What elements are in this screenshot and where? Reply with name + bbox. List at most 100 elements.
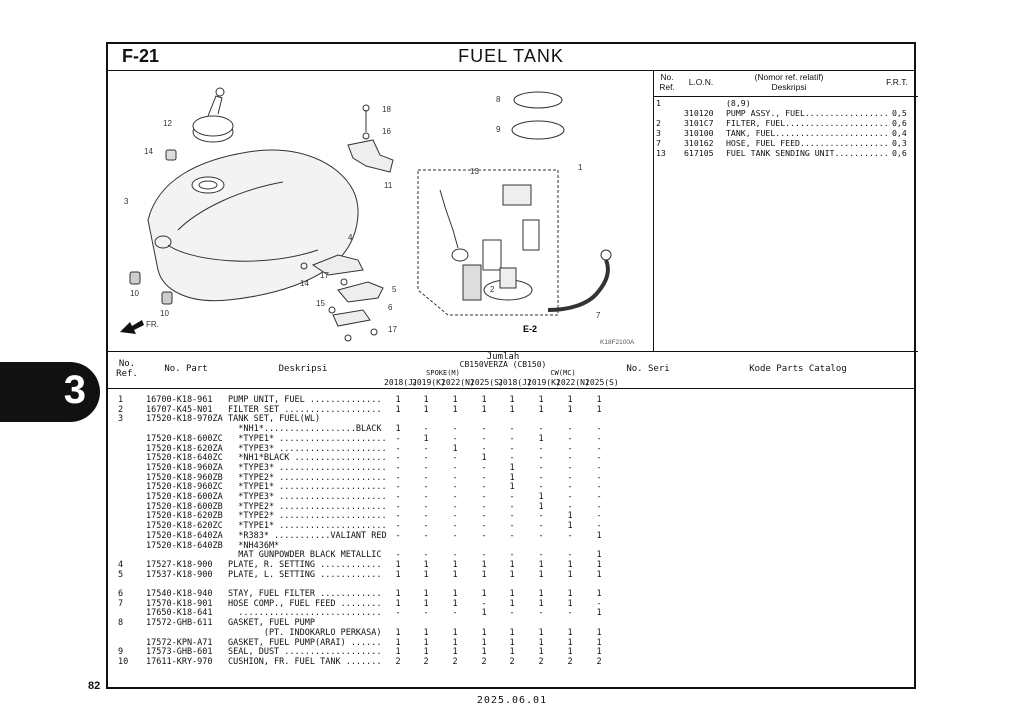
quantity: - [481,462,487,473]
quantity: - [481,521,487,532]
quantity: - [395,482,401,493]
section-tab-number: 3 [63,368,86,412]
col-model: CB150VERZA (CB150) [459,360,547,369]
quantity: - [509,433,515,444]
quantity: - [423,550,429,561]
quantity: 1 [596,395,602,405]
ref-number: 9 [118,647,124,658]
part-description: FILTER SET ................... [228,404,382,415]
part-number: 17520-K18-600ZA [146,492,223,502]
quantity: - [509,501,515,512]
quantity: - [395,521,401,532]
quantity: 1 [481,627,487,638]
frt-desc: PUMP ASSY., FUEL................. [726,108,889,118]
frt-desc: HOSE, FUEL FEED.................. [726,138,889,148]
quantity: - [481,530,487,541]
quantity: 1 [538,559,544,570]
frt-header-frt: F.R.T. [886,77,908,87]
quantity: - [567,462,573,473]
quantity: - [423,530,429,541]
quantity: 1 [395,637,401,648]
quantity: 1 [395,627,401,638]
frt-ref: 1 [656,98,661,108]
quantity: 1 [596,559,602,570]
part-number: 17520-K18-620ZB [146,511,223,522]
part-number: 17520-K18-970ZA [146,414,223,425]
quantity: - [423,521,429,532]
quantity: - [423,462,429,473]
quantity: 1 [452,589,458,599]
quantity: 1 [538,598,544,609]
ref-number: 4 [118,559,124,570]
col-no-seri: No. Seri [626,364,670,374]
year-header: 2022(N) [556,378,590,387]
quantity: - [452,608,458,619]
quantity: 1 [452,404,458,415]
quantity: - [509,550,515,561]
frt-desc: (8,9) [726,98,751,108]
quantity: 1 [567,559,573,570]
part-number: 17570-K18-901 [146,598,213,609]
part-number: 17520-K18-600ZB [146,501,223,512]
part-description: *TYPE3* ..................... [228,492,387,502]
quantity: - [452,482,458,493]
quantity: 1 [423,559,429,570]
quantity: - [395,443,401,454]
quantity: 1 [509,462,515,473]
quantity: - [596,482,602,493]
quantity: - [596,462,602,473]
part-description: STAY, FUEL FILTER ............ [228,589,382,599]
quantity: 1 [481,608,487,619]
quantity: 1 [596,627,602,638]
quantity: 1 [596,589,602,599]
frt-header-lon: L.O.N. [688,77,714,87]
quantity: 1 [395,589,401,599]
frt-frt: 0,3 [892,138,907,148]
quantity: - [452,424,458,435]
ref-number: 3 [118,414,124,425]
quantity: - [567,550,573,561]
callout-9: 9 [496,125,501,134]
quantity: - [423,492,429,502]
part-description: MAT GUNPOWDER BLACK METALLIC [228,550,382,561]
quantity: - [481,598,487,609]
quantity: 1 [481,569,487,580]
quantity: 1 [452,395,458,405]
part-description: CUSHION, FR. FUEL TANK ....... [228,656,382,667]
quantity: 1 [509,404,515,415]
frt-lon: 3101C7 [684,118,714,128]
quantity: 1 [596,637,602,648]
part-number: 17520-K18-620ZC [146,521,223,532]
quantity: 1 [596,647,602,658]
frt-desc: FILTER, FUEL..................... [726,118,889,128]
quantity: 1 [481,395,487,405]
part-number: 17520-K18-640ZB [146,540,223,551]
quantity: - [452,492,458,502]
quantity: - [596,433,602,444]
quantity: - [395,501,401,512]
part-description: *TYPE3* ..................... [228,443,387,454]
quantity: - [481,424,487,435]
part-description: ............................ [228,608,382,619]
part-number: 17520-K18-960ZA [146,462,223,473]
quantity: 1 [509,569,515,580]
quantity: 1 [567,521,573,532]
quantity: 1 [509,627,515,638]
quantity: - [481,433,487,444]
quantity: - [509,453,515,464]
quantity: 1 [567,627,573,638]
quantity: 1 [509,472,515,483]
quantity: - [567,433,573,444]
part-number: 17540-K18-940 [146,589,213,599]
part-number: 17611-KRY-970 [146,656,213,667]
frt-frt: 0,4 [892,128,907,138]
quantity: - [509,424,515,435]
year-header: 2019(K) [527,378,561,387]
quantity: - [538,550,544,561]
callout-8: 8 [496,95,501,104]
quantity: - [538,511,544,522]
frt-frt: 0,6 [892,148,907,158]
callout-13: 13 [470,167,479,176]
frt-frt: 0,6 [892,118,907,128]
